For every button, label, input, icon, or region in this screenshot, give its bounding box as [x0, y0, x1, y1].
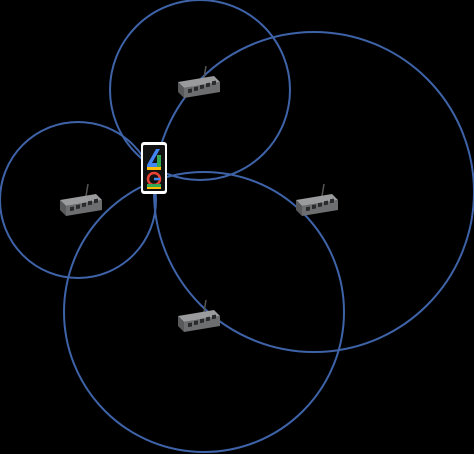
network-switch-icon: [178, 65, 220, 98]
range-circle-bottom: [63, 171, 345, 453]
network-switch-icon: [296, 183, 338, 216]
smartphone-icon: [141, 142, 167, 194]
range-circle-top: [109, 0, 291, 181]
network-switch-icon: [178, 299, 220, 332]
network-switch-icon: [60, 183, 102, 216]
range-circle-left: [0, 121, 157, 279]
